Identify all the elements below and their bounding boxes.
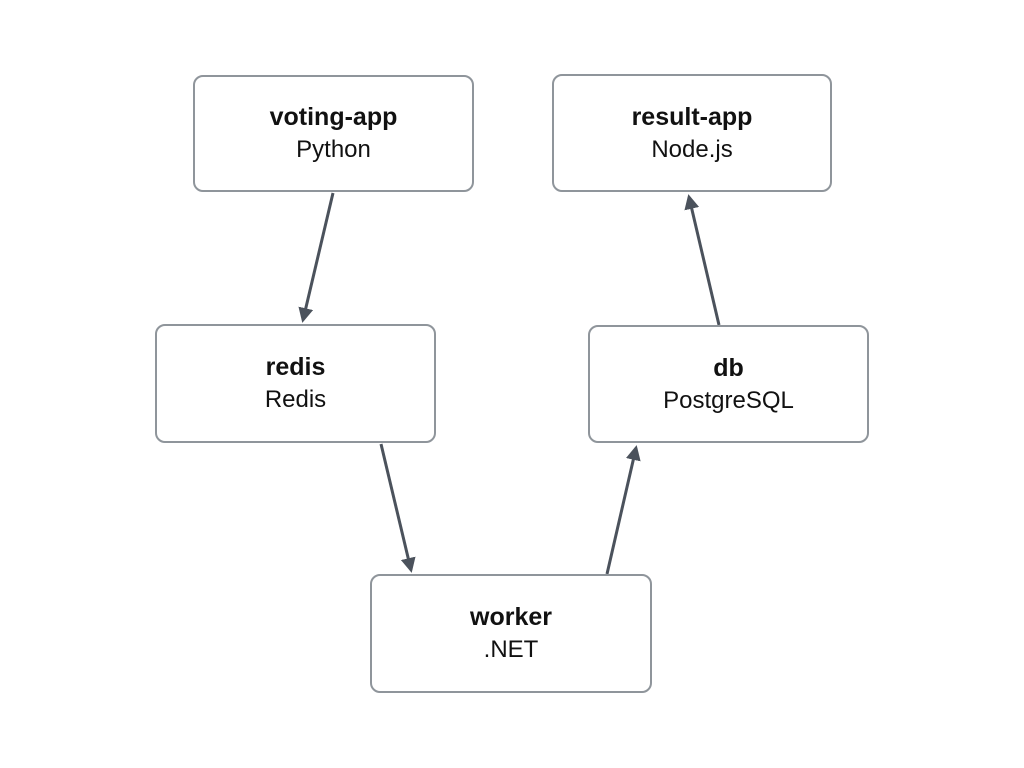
node-voting-app: voting-app Python <box>193 75 474 192</box>
node-redis-tech: Redis <box>264 386 327 414</box>
node-db-title: db <box>713 353 744 382</box>
node-result-app-title: result-app <box>631 102 753 131</box>
node-voting-app-title: voting-app <box>269 103 398 132</box>
edge-db-to-result-app <box>684 194 721 326</box>
node-worker-title: worker <box>470 603 552 632</box>
node-redis-title: redis <box>265 353 326 382</box>
node-db: db PostgreSQL <box>588 325 869 443</box>
node-redis: redis Redis <box>155 324 436 443</box>
edge-worker-to-db <box>605 445 641 575</box>
edge-voting-app-to-redis <box>298 192 335 323</box>
node-result-app-tech: Node.js <box>651 135 733 163</box>
node-worker-tech: .NET <box>483 636 539 664</box>
node-worker: worker .NET <box>370 574 652 693</box>
node-result-app: result-app Node.js <box>552 74 832 192</box>
node-voting-app-tech: Python <box>296 136 371 164</box>
node-db-tech: PostgreSQL <box>663 386 794 414</box>
edge-redis-to-worker <box>379 443 416 573</box>
